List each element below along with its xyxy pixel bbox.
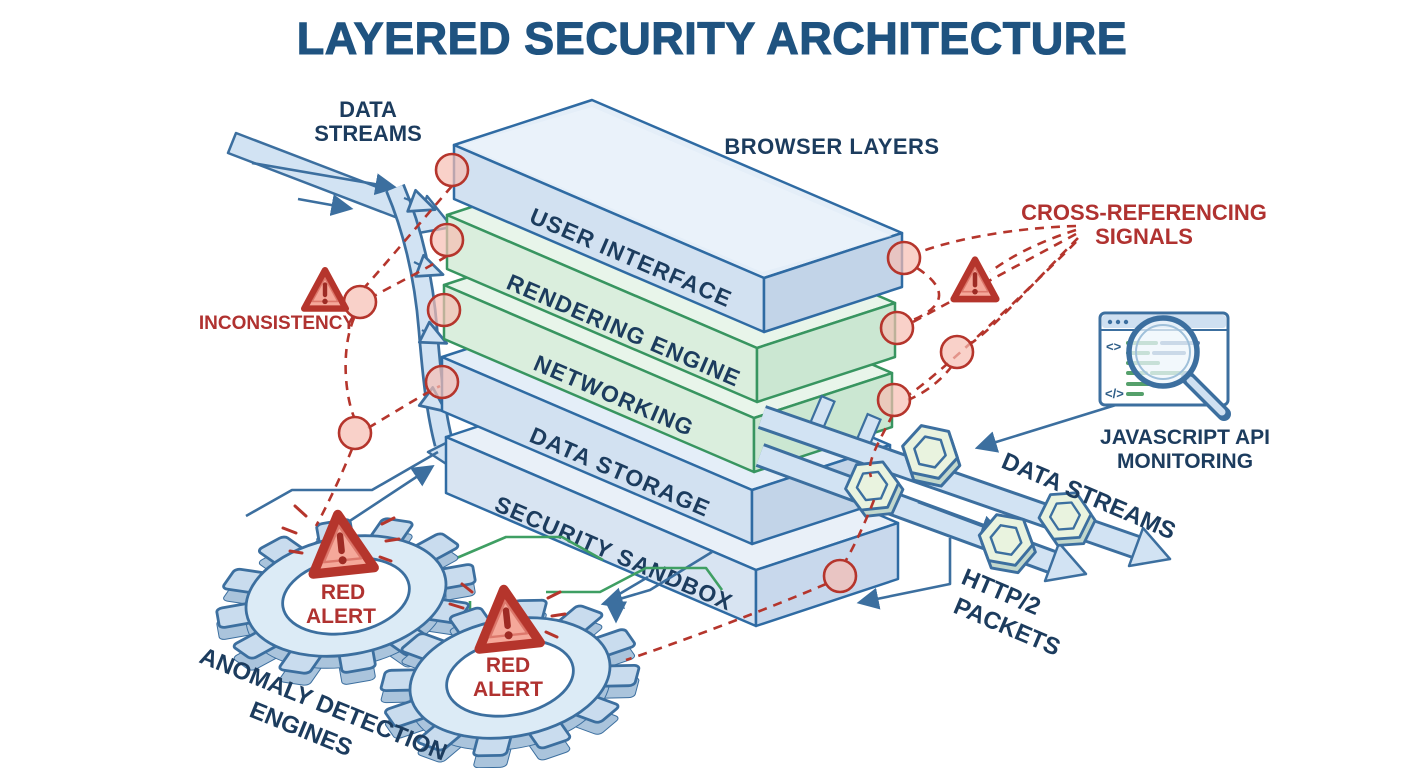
arrow-icon	[226, 131, 454, 236]
red-circle-marker	[429, 222, 465, 258]
data-streams-left-line1: DATA	[339, 97, 397, 122]
browser-layer-stack: SECURITY SANDBOX DATA STORAGE NETWORKING…	[440, 98, 904, 628]
arrow-icon	[297, 194, 354, 216]
red-circle-marker	[886, 240, 922, 276]
arrow-icon	[974, 398, 1133, 453]
browser-layers-caption: BROWSER LAYERS	[724, 134, 939, 159]
data-streams-left-line2: STREAMS	[314, 121, 422, 146]
cross-referencing-line2: SIGNALS	[1095, 224, 1193, 249]
red-circle-marker	[424, 364, 460, 400]
red-circle-marker	[939, 334, 975, 370]
red-circle-marker	[434, 152, 470, 188]
arrow-icon	[604, 575, 649, 624]
anomaly-engines: RED ALERT RED ALERT	[205, 499, 651, 768]
red-circle-marker	[876, 382, 912, 418]
arrow-icon	[417, 320, 449, 345]
alert-rays	[281, 504, 567, 639]
red-circle-marker	[426, 292, 462, 328]
arrow-icon	[417, 386, 448, 413]
code-open-tag: <>	[1106, 339, 1122, 354]
arrow-icon	[251, 161, 398, 196]
arrow-icon	[1043, 541, 1088, 583]
outgoing-data-streams	[755, 394, 1172, 583]
red-alert-1-line1: RED	[321, 581, 365, 604]
red-alert-2-line2: ALERT	[473, 678, 543, 701]
cross-referencing-line1: CROSS-REFERENCING	[1021, 200, 1267, 225]
incoming-data-stream-arrows	[226, 131, 462, 473]
layer-user-interface: USER INTERFACE	[452, 98, 904, 334]
js-monitoring-line2: MONITORING	[1117, 450, 1253, 473]
magnifier-icon	[1126, 315, 1231, 421]
arrow-icon	[600, 550, 713, 609]
js-monitoring-line1: JAVASCRIPT API	[1100, 426, 1270, 449]
arrow-icon	[856, 538, 952, 610]
warning-triangle-icon	[304, 270, 346, 308]
red-alert-2-line1: RED	[486, 654, 530, 677]
inconsistency-label: INCONSISTENCY	[199, 313, 356, 334]
red-circle-marker	[879, 310, 915, 346]
arrow-icon	[1127, 526, 1172, 568]
red-circle-marker	[822, 558, 858, 594]
red-circle-marker	[337, 415, 373, 451]
js-api-monitoring: <> </>	[974, 311, 1231, 453]
code-close-tag: </>	[1105, 386, 1124, 401]
page-title: LAYERED SECURITY ARCHITECTURE	[297, 13, 1127, 64]
arrow-icon	[403, 188, 437, 213]
red-alert-1-line2: ALERT	[306, 605, 376, 628]
gear-icon	[369, 581, 651, 768]
